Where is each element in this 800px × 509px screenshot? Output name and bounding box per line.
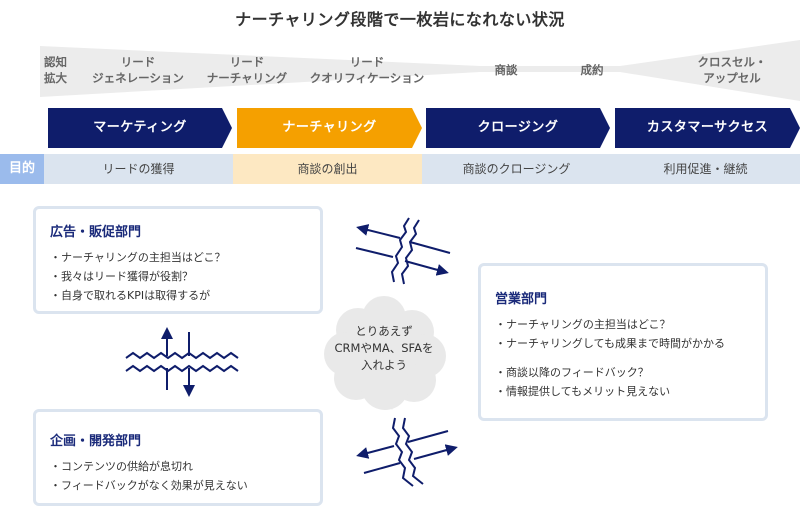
card-item: ・我々はリード獲得が役割？ [50, 270, 193, 283]
stage-line: 拡大 [44, 71, 67, 85]
stage-line: 認知 [44, 55, 67, 69]
purpose-retention: 利用促進・継続 [611, 154, 800, 184]
stage-line: 商談 [494, 63, 518, 77]
card-item: ・コンテンツの供給が息切れ [50, 460, 193, 473]
card-sales-dept: 営業部門 ・ナーチャリングの主担当はどこ？ ・ナーチャリングしても成果まで時間が… [478, 263, 768, 421]
chevron-customer-success [615, 108, 800, 148]
stage-line: アップセル [703, 71, 761, 85]
stage-lead-generation: リード ジェネレーション [84, 54, 192, 86]
purpose-deal-closing: 商談のクロージング [422, 154, 611, 184]
stage-negotiation: 商談 [486, 62, 526, 78]
stage-line: ナーチャリング [206, 71, 288, 85]
broken-arrow-bottom-icon [356, 417, 458, 487]
phase-marketing-label: マーケティング [93, 120, 187, 135]
stage-lead-qualification: リード クオリフィケーション [300, 54, 434, 86]
purpose-header: 目的 [0, 154, 44, 184]
diagram-title: ナーチャリング段階で一枚岩になれない状況 [235, 10, 565, 29]
phase-chevrons [48, 108, 800, 148]
stage-line: 成約 [580, 63, 604, 77]
bubble-line: CRMやMA、SFAを [334, 341, 434, 355]
stage-line: リード [349, 55, 385, 69]
funnel-shape [40, 40, 800, 101]
stage-awareness: 認知 拡大 [44, 54, 67, 86]
stage-line: リード [229, 55, 265, 69]
purpose-row: 目的 リードの獲得 商談の創出 商談のクロージング 利用促進・継続 [0, 154, 800, 184]
card-item: ・商談以降のフィードバック？ [495, 366, 649, 379]
stage-lead-nurturing: リード ナーチャリング [200, 54, 294, 86]
card-item: ・自身で取れるKPIは取得するが [50, 289, 211, 302]
card-item: ・情報提供してもメリット見えない [495, 385, 671, 398]
stage-contract: 成約 [572, 62, 612, 78]
phase-nurturing-label: ナーチャリング [282, 120, 377, 135]
card-title: 営業部門 [495, 292, 548, 307]
chevron-closing [426, 108, 610, 148]
card-item: ・フィードバックがなく効果が見えない [50, 479, 248, 492]
broken-arrow-vertical-icon [125, 327, 239, 397]
stage-line: ジェネレーション [92, 71, 184, 85]
broken-arrow-top-icon [355, 217, 451, 285]
chevron-nurturing [237, 108, 422, 148]
phase-customer-success-label: カスタマーサクセス [646, 120, 769, 135]
card-ad-promo-dept: 広告・販促部門 ・ナーチャリングの主担当はどこ？ ・我々はリード獲得が役割？ ・… [33, 206, 323, 314]
bubble-line: 入れよう [361, 358, 407, 372]
card-title: 広告・販促部門 [50, 225, 142, 240]
card-item: ・ナーチャリングの主担当はどこ？ [50, 251, 226, 264]
stage-line: クオリフィケーション [309, 71, 425, 85]
card-planning-dev-dept: 企画・開発部門 ・コンテンツの供給が息切れ ・フィードバックがなく効果が見えない [33, 409, 323, 506]
purpose-deal-creation: 商談の創出 [233, 154, 422, 184]
phase-closing-label: クロージング [477, 120, 559, 135]
stage-line: クロスセル・ [697, 55, 767, 69]
chevron-marketing [48, 108, 232, 148]
card-item: ・ナーチャリングの主担当はどこ？ [495, 318, 671, 331]
purpose-lead-acquisition: リードの獲得 [44, 154, 233, 184]
stage-line: リード [120, 55, 156, 69]
stage-cross-upsell: クロスセル・ アップセル [684, 54, 780, 86]
card-item: ・ナーチャリングしても成果まで時間がかかる [495, 337, 726, 350]
card-title: 企画・開発部門 [50, 434, 142, 449]
bubble-line: とりあえず [355, 324, 413, 338]
thought-bubble-text: とりあえず CRMやMA、SFAを 入れよう [326, 323, 442, 374]
